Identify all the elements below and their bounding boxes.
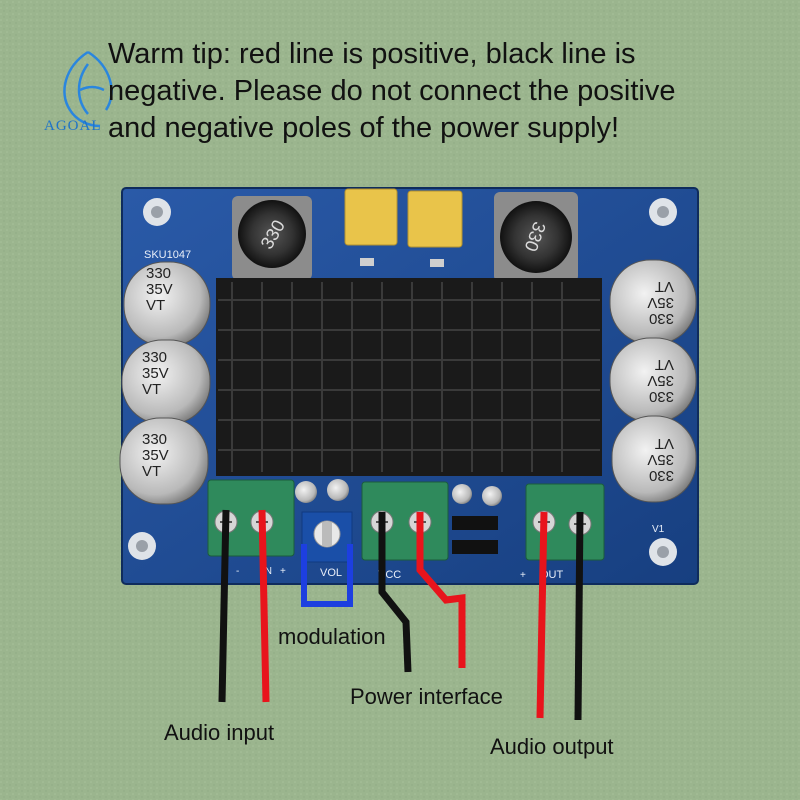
smd-component: [430, 259, 444, 267]
small-capacitor: [295, 481, 317, 503]
capacitor-left-1: 330 35V VT: [123, 261, 211, 347]
capacitor-right-3: 330 35V VT: [611, 415, 697, 503]
warm-tip-line-3: and negative poles of the power supply!: [108, 112, 620, 144]
smd-component: [360, 258, 374, 266]
capacitor-label: VT: [142, 381, 161, 398]
capacitor-label: 330: [142, 431, 167, 448]
warm-tip-line-2: negative. Please do not connect the posi…: [108, 75, 676, 107]
warm-tip-text: Warm tip: red line is positive, black li…: [108, 36, 768, 147]
audio-input-label: Audio input: [164, 720, 275, 745]
vol-label: VOL: [320, 567, 342, 579]
power-negative-wire: [378, 512, 412, 673]
power-interface-terminal: [361, 481, 449, 561]
small-capacitor: [327, 479, 349, 501]
power-positive-wire: [416, 512, 466, 668]
agoal-logo-text: AGOAL: [44, 118, 102, 134]
inductor-right: 330: [494, 192, 578, 282]
capacitor-label: VT: [655, 435, 674, 452]
capacitor-left-3: 330 35V VT: [119, 417, 209, 505]
mounting-holes: [128, 198, 677, 566]
capacitor-label: 330: [142, 349, 167, 366]
audio-input-terminal: [207, 479, 295, 557]
audio-output-positive-wire: [536, 511, 548, 719]
audio-input-positive-wire: [258, 509, 270, 703]
audio-input-negative-wire: [218, 509, 230, 703]
capacitor-label: 35V: [142, 365, 169, 382]
diode: [452, 540, 498, 554]
small-capacitor: [482, 486, 502, 506]
capacitor-label: VT: [655, 356, 674, 373]
capacitor-label: 35V: [647, 372, 674, 389]
yellow-capacitor-left: [344, 188, 398, 246]
modulation-label: modulation: [278, 624, 386, 649]
audio-output-label: Audio output: [490, 734, 614, 759]
inductor-left: 330: [232, 196, 312, 280]
capacitor-label: 35V: [142, 447, 169, 464]
capacitor-label: 330: [146, 265, 171, 282]
diode: [452, 516, 498, 530]
capacitor-label: 330: [649, 467, 674, 484]
in-minus-label: -: [236, 566, 239, 577]
capacitor-label: VT: [655, 278, 674, 295]
capacitor-label: 330: [649, 310, 674, 327]
sku-label: SKU1047: [144, 249, 191, 261]
small-capacitor: [452, 484, 472, 504]
heatsink: [216, 278, 602, 476]
in-label: IN: [262, 566, 272, 577]
out-plus-label: +: [520, 570, 526, 581]
capacitor-label: 330: [649, 388, 674, 405]
warm-tip-line-1: Warm tip: red line is positive, black li…: [108, 38, 636, 70]
capacitor-label: 35V: [146, 281, 173, 298]
in-plus-label: +: [280, 566, 286, 577]
capacitor-right-2: 330 35V VT: [609, 337, 697, 423]
capacitor-label: VT: [146, 297, 165, 314]
agoal-logo-icon: [63, 50, 113, 128]
v1-label: V1: [652, 524, 665, 535]
capacitor-label: 35V: [647, 294, 674, 311]
modulation-outline: [301, 544, 353, 607]
wires: [218, 509, 584, 721]
power-interface-label: Power interface: [350, 684, 503, 709]
amplifier-board: 330 330 SKU1047 330 35V VT 330 35V VT: [119, 187, 699, 585]
audio-output-negative-wire: [574, 511, 584, 721]
yellow-capacitor-right: [407, 190, 463, 248]
audio-output-terminal: [525, 483, 605, 561]
capacitor-right-1: 330 35V VT: [609, 259, 697, 345]
volume-potentiometer: [301, 511, 353, 563]
capacitor-label: VT: [142, 463, 161, 480]
capacitor-label: 35V: [647, 451, 674, 468]
capacitor-left-2: 330 35V VT: [121, 339, 211, 425]
